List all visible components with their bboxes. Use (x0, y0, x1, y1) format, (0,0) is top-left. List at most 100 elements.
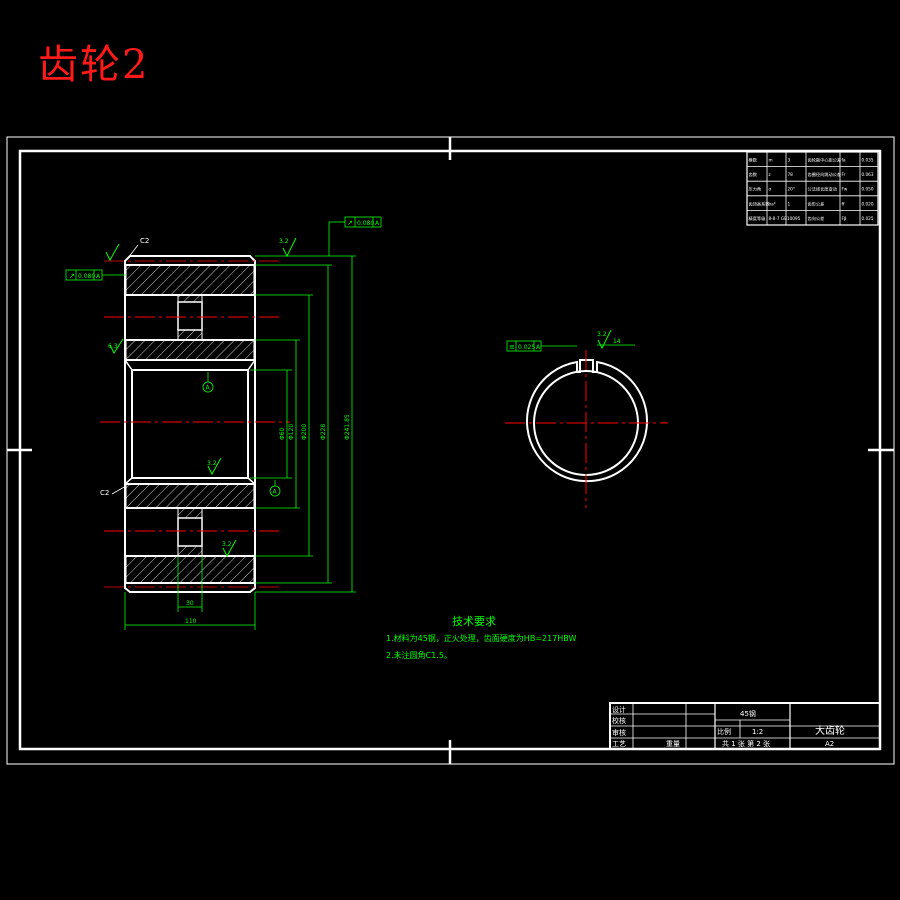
tol-datum-left: A (96, 273, 101, 280)
tolerance-frame-left: ↗ 0.080 A (65, 269, 103, 281)
symmetry-icon: ≡ (509, 343, 515, 351)
param-cell: 模数 (749, 157, 758, 164)
param-cell: 1 (788, 201, 791, 206)
tb-part-name: 大齿轮 (815, 724, 845, 737)
tech-item-2: 2.未注圆角C1.5。 (386, 650, 452, 660)
param-cell: 78 (788, 172, 794, 177)
tb-scale: 1:2 (752, 728, 763, 736)
roughness-icon-lower (222, 539, 237, 558)
tb-checker: 校核 (612, 716, 626, 725)
param-cell: 公法线长度变动 (808, 186, 837, 193)
param-cell: 齿圈径向跳动公差 (808, 171, 842, 178)
dim-web: 30 (186, 600, 194, 607)
dim-d5: Φ241.85 (344, 414, 351, 440)
dim-d2: Φ120 (288, 424, 295, 440)
roughness-icon-key (597, 329, 612, 350)
bore-chamfer-4 (247, 477, 256, 485)
tol-value-top: 0.080 (357, 220, 374, 227)
tb-designer: 设计 (612, 705, 626, 714)
datum-label-2: A (273, 489, 278, 496)
datum-marker-2: A (269, 480, 281, 497)
title-block (609, 702, 881, 750)
param-cell: fa (842, 158, 846, 163)
roughness-icon-chamfer (105, 243, 120, 262)
hatch-bottom-rim (125, 555, 255, 584)
keyway-tol-value: 0.025 (518, 344, 535, 351)
datum-marker-1: A (202, 372, 214, 393)
param-cell: z (769, 172, 772, 177)
tb-weight-label: 重量 (666, 740, 680, 748)
param-cell: 齿数 (749, 171, 758, 178)
bore-chamfer-3 (124, 477, 133, 485)
gear-front-view: ≡ 0.025 A 14 (505, 338, 668, 508)
roughness-icon-top (282, 237, 297, 258)
param-cell: Fβ (842, 216, 847, 221)
roughness-top-label: 3.2 (279, 238, 289, 245)
bore-outer-ring (526, 359, 648, 483)
param-cell: 齿轮副中心距公差 (808, 157, 842, 164)
dim-width: 110 (185, 618, 197, 625)
tol-value-left: 0.080 (78, 273, 95, 280)
tech-item-1: 1.材料为45钢，正火处理，齿面硬度为HB=217HBW (386, 633, 577, 643)
param-cell: 压力角 (749, 186, 762, 193)
dim-d4: Φ228 (320, 424, 327, 440)
roughness-web-label: 6.3 (108, 343, 118, 350)
keyway-dim: 14 (613, 338, 621, 345)
tb-reviewer: 审核 (612, 728, 626, 737)
tech-heading: 技术要求 (452, 615, 496, 628)
web-slot-lower (177, 517, 203, 547)
tol-datum-top: A (375, 220, 380, 227)
tb-sheets: 共 1 张 第 2 张 (722, 739, 770, 748)
chamfer-leader-bottom (111, 485, 127, 495)
param-cell: ff (842, 201, 845, 206)
param-cell: 3 (788, 158, 791, 163)
param-cell: 20° (788, 187, 795, 192)
roughness-key-label: 3.2 (597, 331, 607, 338)
tb-process: 工艺 (612, 740, 626, 748)
tb-scale-label: 比例 (717, 727, 731, 736)
dim-d3: Φ200 (301, 424, 308, 440)
roughness-lower-label: 3.2 (222, 541, 232, 548)
param-cell: ha* (769, 201, 776, 206)
param-cell: 精度等级 (749, 215, 767, 222)
hatch-upper-hub (125, 339, 255, 361)
tb-drawing-no: A2 (825, 740, 834, 748)
param-cell: 0.035 (862, 158, 874, 163)
keyway-datum: A (536, 344, 541, 351)
tolerance-frame-top: ↗ 0.080 A (344, 216, 382, 228)
tb-material: 45钢 (740, 709, 756, 718)
web-slot-upper (177, 301, 203, 331)
roughness-icon-bore (207, 457, 222, 476)
hatch-lower-hub (125, 483, 255, 509)
hatch-top-rim (125, 264, 255, 296)
param-cell: 0.020 (862, 201, 874, 206)
param-cell: 0.050 (862, 187, 874, 192)
datum-label-1: A (206, 385, 211, 392)
bore-chamfer-1 (124, 359, 133, 371)
param-cell: 0.025 (862, 216, 874, 221)
param-cell: 齿顶高系数 (749, 200, 771, 207)
roughness-bore-label: 3.2 (207, 460, 217, 467)
tol-symbol-top: ↗ (347, 219, 353, 227)
param-cell: 齿向公差 (808, 215, 825, 222)
bore-chamfer-2 (247, 359, 256, 371)
chamfer-label-top: C2 (140, 237, 149, 245)
roughness-icon-web (109, 338, 124, 355)
chamfer-leader-top (127, 244, 139, 259)
chamfer-label-bottom: C2 (100, 489, 109, 497)
param-cell: 0.063 (862, 172, 874, 177)
param-cell: α (769, 187, 772, 192)
param-cell: Fw (842, 187, 848, 192)
dimension-lines (102, 221, 356, 630)
param-cell: m (769, 158, 773, 163)
page-title: 齿轮2 (38, 42, 150, 88)
param-cell: 8-8-7 GB10095 (769, 216, 801, 221)
param-cell: 齿形公差 (808, 200, 825, 207)
gear-section-view (100, 255, 290, 593)
tol-symbol-left: ↗ (69, 272, 75, 280)
param-cell: Fr (842, 172, 846, 177)
bore-outline (131, 369, 249, 479)
dim-d1: Φ60 (279, 427, 286, 440)
